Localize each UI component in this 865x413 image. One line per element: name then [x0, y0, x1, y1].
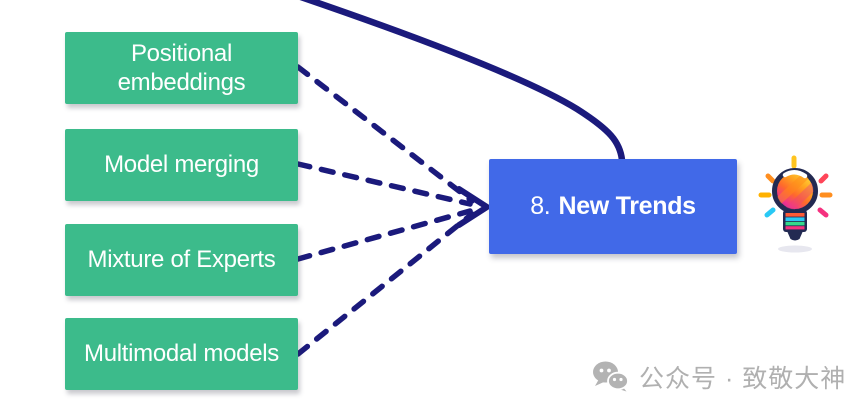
branch-label: Mixture of Experts	[87, 246, 276, 274]
wechat-icon-eyes	[599, 368, 623, 382]
parent-connector-curve	[299, 0, 626, 164]
main-node-number: 8.	[530, 192, 551, 220]
dashed-connector-mixture-of-experts	[295, 208, 473, 262]
branch-label: Multimodal models	[84, 340, 279, 368]
branch-node-positional-embeddings[interactable]: Positional embeddings	[65, 32, 298, 104]
bulb-highlight	[782, 170, 808, 179]
dashed-connector-positional-embeddings	[295, 64, 475, 204]
branch-node-model-merging[interactable]: Model merging	[65, 129, 298, 201]
dashed-connector-multimodal-models	[295, 211, 475, 357]
branch-node-multimodal-models[interactable]: Multimodal models	[65, 318, 298, 390]
dashed-connector-model-merging	[295, 161, 473, 207]
wechat-icon	[593, 361, 629, 392]
main-node-new-trends[interactable]: 8. New Trends	[489, 159, 737, 254]
branch-label: Model merging	[104, 151, 259, 179]
bulb-base	[783, 210, 807, 241]
lightbulb-icon	[758, 155, 833, 253]
watermark: 公众号 · 致敬大神	[592, 359, 846, 395]
arrowhead-icon	[456, 186, 490, 228]
watermark-text: 公众号 · 致敬大神	[639, 365, 847, 393]
branch-label: Positional embeddings	[117, 39, 246, 96]
bulb-rays	[758, 155, 833, 218]
main-node-title: New Trends	[558, 192, 696, 220]
bulb-shadow	[778, 245, 812, 253]
branch-node-mixture-of-experts[interactable]: Mixture of Experts	[65, 224, 298, 296]
